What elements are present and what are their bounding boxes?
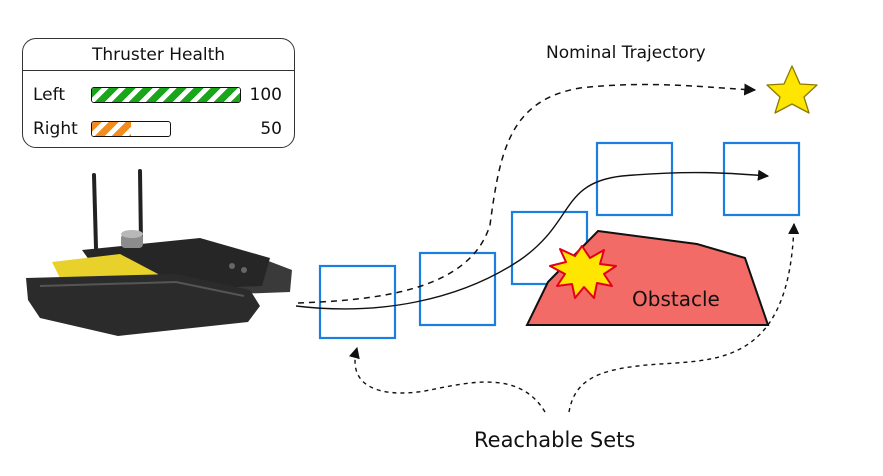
thruster-row-left: Left 100 [33,83,282,107]
thruster-health-panel: Thruster Health Left 100 Right 50 [22,38,295,148]
usv-boat-image [26,169,292,336]
panel-title: Thruster Health [23,39,294,71]
reachable-set-box [722,141,801,217]
thruster-health-bar-fill [92,122,131,136]
reachable-set-box [595,141,674,217]
thruster-health-bar [91,121,171,137]
thruster-value: 50 [260,119,282,139]
reachable-set-box [418,251,497,327]
reachable-set-pointer-arrow [568,222,800,413]
thruster-health-bar-fill [92,88,240,102]
thruster-row-right: Right 50 [33,117,282,141]
actual-trajectory-path [295,169,770,310]
thruster-label: Left [33,85,65,105]
obstacle-label: Obstacle [632,287,720,311]
star-icon [766,65,818,114]
reachable-sets-label: Reachable Sets [474,428,636,452]
nominal-trajectory-label: Nominal Trajectory [546,43,706,63]
collision-burst-icon [549,245,617,299]
thruster-label: Right [33,119,78,139]
thruster-value: 100 [249,85,282,105]
reachable-set-pointer-arrow [348,346,546,413]
nominal-trajectory-path [297,83,757,304]
thruster-health-bar [91,87,241,103]
